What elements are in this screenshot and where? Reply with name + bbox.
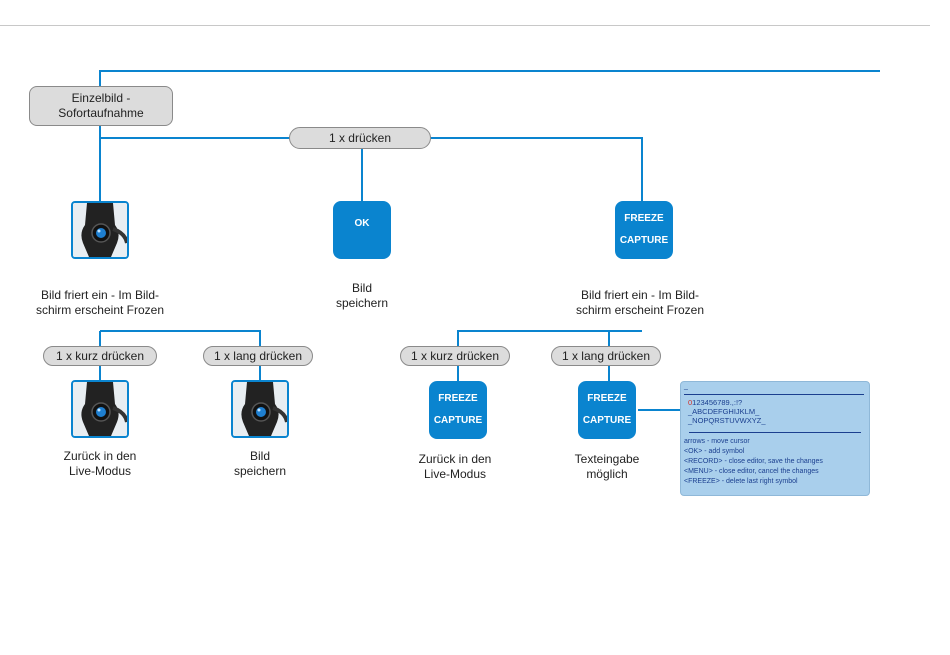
- left-short-result-line2: Live-Modus: [68, 464, 132, 478]
- freeze-label-long: FREEZE: [587, 393, 627, 404]
- capture-label-short: CAPTURE: [433, 415, 483, 426]
- editor-cursor: _: [684, 383, 688, 390]
- text-editor-screen: _ 0123456789.,:!? _ABCDEFGHIJKLM_ _NOPQR…: [680, 381, 870, 496]
- camera-photo-left-short: [71, 380, 129, 438]
- editor-row-upper2: _NOPQRSTUVWXYZ_: [688, 416, 766, 425]
- right-long-result-line2: möglich: [586, 467, 628, 481]
- ok-result-text: Bild speichern: [312, 281, 412, 311]
- right-short-result-text: Zurück in den Live-Modus: [400, 452, 510, 482]
- camera-photo-left-long: [231, 380, 289, 438]
- capture-label-long: CAPTURE: [582, 415, 632, 426]
- capture-label: CAPTURE: [619, 235, 669, 246]
- ok-result-line1: Bild: [351, 281, 372, 295]
- right-short-result-line1: Zurück in den: [418, 452, 492, 466]
- ok-button[interactable]: OK: [333, 201, 391, 259]
- header-divider: [0, 25, 930, 26]
- freeze-capture-button-short[interactable]: FREEZE CAPTURE: [429, 381, 487, 439]
- freeze-label-short: FREEZE: [438, 393, 478, 404]
- root-node-single-image: Einzelbild - Sofortaufnahme: [29, 86, 173, 126]
- root-line1: Einzelbild -: [71, 91, 131, 105]
- handheld-camera-lens-icon: [233, 382, 287, 436]
- editor-help-3: <RECORD> - close editor, save the change…: [684, 458, 823, 465]
- left-short-result-line1: Zurück in den: [63, 449, 137, 463]
- editor-row-digits: 0123456789.,:!?: [688, 399, 742, 407]
- left-long-result-line2: speichern: [233, 464, 287, 478]
- right-freeze-line2: schirm erscheint Frozen: [575, 303, 705, 317]
- ok-result-line2: speichern: [335, 296, 389, 310]
- right-freeze-text: Bild friert ein - Im Bild- schirm ersche…: [550, 288, 730, 318]
- root-line2: Sofortaufnahme: [58, 106, 144, 120]
- handheld-camera-lens-icon: [73, 203, 127, 257]
- right-short-press-pill: 1 x kurz drücken: [400, 346, 510, 366]
- right-freeze-line1: Bild friert ein - Im Bild-: [580, 288, 700, 302]
- freeze-label: FREEZE: [624, 213, 664, 224]
- freeze-capture-button-long[interactable]: FREEZE CAPTURE: [578, 381, 636, 439]
- camera-photo-left: [71, 201, 129, 259]
- left-short-press-pill: 1 x kurz drücken: [43, 346, 157, 366]
- editor-rule-top: [684, 394, 864, 395]
- left-freeze-line2: schirm erscheint Frozen: [35, 303, 165, 317]
- right-long-result-line1: Texteingabe: [574, 452, 640, 466]
- editor-highlight-char: 0: [688, 398, 693, 407]
- handheld-camera-lens-icon: [73, 382, 127, 436]
- left-freeze-line1: Bild friert ein - Im Bild-: [40, 288, 160, 302]
- ok-button-label: OK: [354, 218, 370, 229]
- editor-help-2: <OK> - add symbol: [684, 448, 745, 455]
- left-long-result-line1: Bild: [249, 449, 270, 463]
- press-once-pill: 1 x drücken: [289, 127, 431, 149]
- freeze-capture-button[interactable]: FREEZE CAPTURE: [615, 201, 673, 259]
- left-freeze-text: Bild friert ein - Im Bild- schirm ersche…: [10, 288, 190, 318]
- left-long-result-text: Bild speichern: [210, 449, 310, 479]
- editor-help-4: <MENU> - close editor, cancel the change…: [684, 468, 819, 475]
- left-long-press-pill: 1 x lang drücken: [203, 346, 313, 366]
- editor-help-5: <FREEZE> - delete last right symbol: [684, 478, 798, 485]
- right-long-press-pill: 1 x lang drücken: [551, 346, 661, 366]
- right-short-result-line2: Live-Modus: [423, 467, 487, 481]
- right-long-result-text: Texteingabe möglich: [552, 452, 662, 482]
- editor-help-1: arrows - move cursor: [684, 438, 750, 445]
- left-short-result-text: Zurück in den Live-Modus: [45, 449, 155, 479]
- editor-rule-mid: [689, 432, 861, 433]
- editor-row-upper1: _ABCDEFGHIJKLM_: [688, 407, 760, 416]
- editor-digits-rest: 123456789.,:!?: [692, 398, 743, 407]
